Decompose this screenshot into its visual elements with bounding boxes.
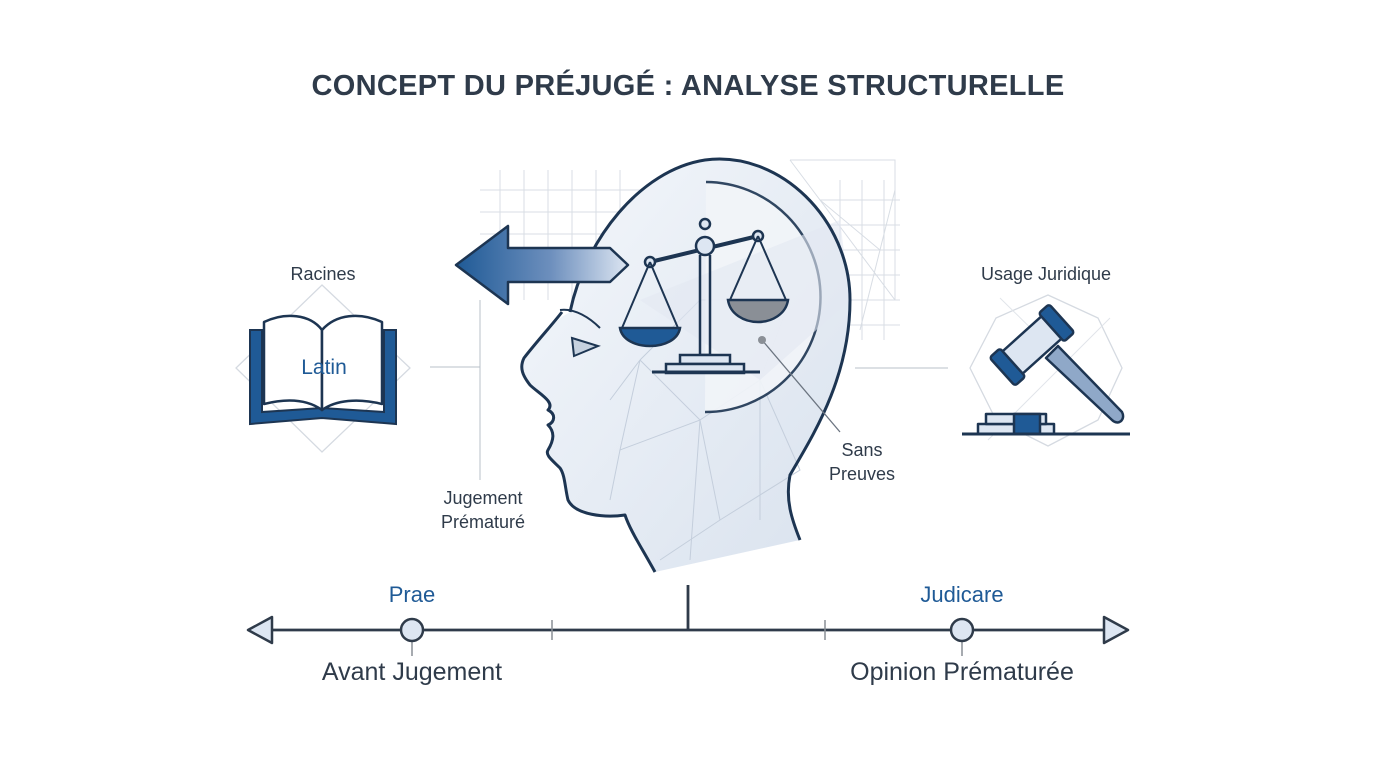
etymology-timeline — [246, 585, 1130, 656]
juridique-gavel-group — [962, 294, 1130, 447]
term-judicare: Judicare — [920, 582, 1004, 607]
term-prae: Prae — [388, 582, 436, 607]
usage-juridique-heading: Usage Juridique — [980, 264, 1112, 284]
preuves-label-line2: Preuves — [828, 464, 896, 484]
open-book-icon — [249, 314, 397, 426]
jugement-label-line1: Jugement — [443, 488, 523, 508]
timeline-left-arrowhead — [246, 615, 274, 645]
timeline-node-prae — [399, 617, 425, 643]
gavel-frame-octagon — [969, 294, 1123, 447]
arrow-left-icon — [454, 224, 630, 306]
gavel-icon — [962, 304, 1130, 436]
timeline-right-arrowhead — [1102, 615, 1130, 645]
racines-heading: Racines — [290, 264, 356, 284]
meaning-opinion-prematuree: Opinion Prématurée — [850, 658, 1074, 686]
timeline-node-judicare — [949, 617, 975, 643]
page-title: CONCEPT DU PRÉJUGÉ : ANALYSE STRUCTURELL… — [311, 70, 1065, 102]
book-label-latin: Latin — [301, 356, 347, 379]
meaning-avant-jugement: Avant Jugement — [321, 658, 503, 686]
sans-preuves-pointer — [758, 336, 841, 433]
premature-label-line2: Prématuré — [440, 512, 526, 532]
scales-icon — [618, 217, 790, 375]
latin-book-group — [235, 284, 411, 453]
sans-label-line1: Sans — [841, 440, 883, 460]
